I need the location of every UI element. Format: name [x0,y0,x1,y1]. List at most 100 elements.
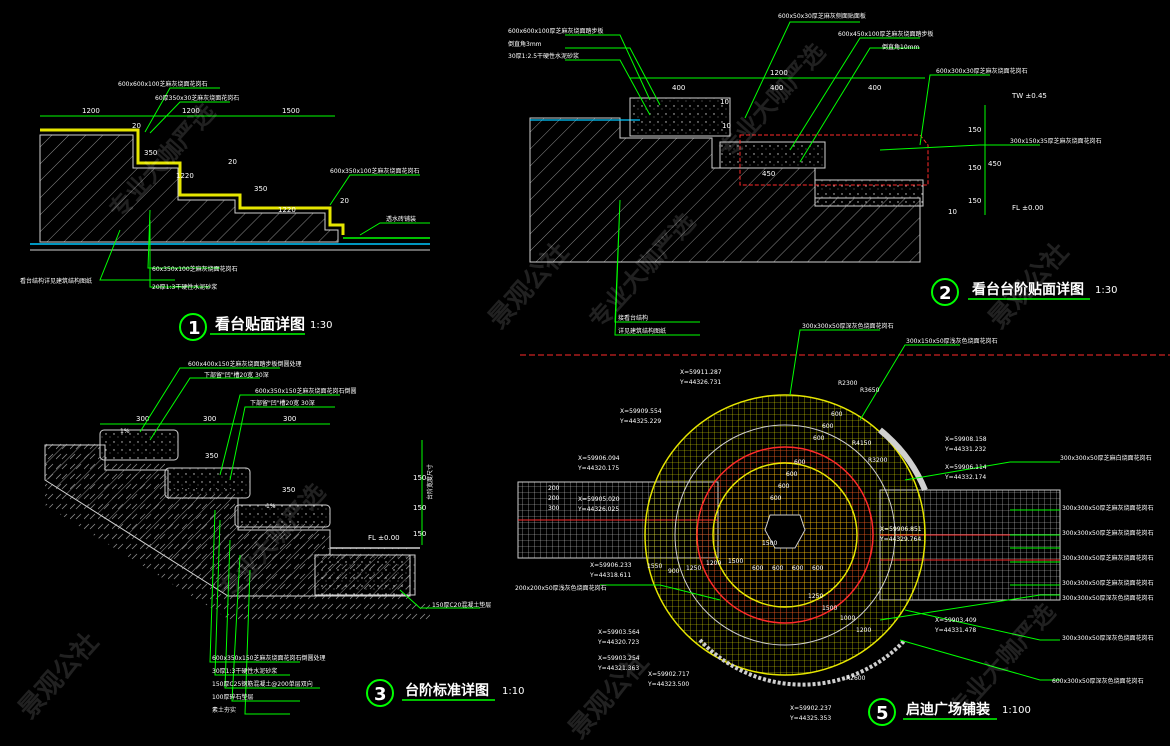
d2-step-2 [719,141,826,169]
d3-dim-slope-a: 1% [120,428,130,435]
d3-note-7: 30厚1:3干硬性水泥砂浆 [212,667,277,675]
d5-radius-4: R2600 [846,675,866,682]
watermark-text-3: 景观公社 [482,237,575,335]
d2-note-7: 300x150x35厚芝麻灰烧面花岗石 [1010,137,1102,145]
d5-dim-13: 900 [668,568,680,575]
d5-note-3: 300x300x50厚芝麻灰烧面花岗石 [1062,504,1154,512]
drawing-3-standard-step: 300 300 300 1% 350 350 1% 150 150 150 FL… [44,360,524,715]
d5-coord-11: Y=44326.025 [577,506,619,513]
d5-coord-14: X=59906.233 [590,562,632,569]
d1-title-scale: 1:30 [310,320,332,331]
d3-note-4: 台阶宽度尺寸 [426,464,434,500]
drawing-2-bleacher-step-facing: 1200 400 400 400 10 10 450 150 150 450 1… [508,12,1117,336]
d2-dim-450: 450 [762,170,775,178]
d5-note-6: 300x300x50厚芝麻灰烧面花岗石 [1062,579,1154,587]
d2-leaders [565,21,1040,336]
d5-coord-19: Y=44323.500 [647,681,689,688]
d5-title-num: 5 [876,703,889,724]
d1-dim-20c: 20 [340,197,349,205]
d5-dim-9: 200 [548,495,560,502]
d2-step-1 [629,97,731,137]
d5-radii: R2300 R3650 R4150 R3200 R2600 [838,380,888,682]
d3-note-0: 600x400x150芝麻灰烧面踏步板倒圆处理 [188,360,301,368]
d1-note-6: 20厚1:3干硬性水泥砂浆 [152,283,217,291]
d1-dim-350b: 350 [254,185,267,193]
watermark-text-1: 景观公社 [12,627,105,725]
d3-dim-350a: 350 [205,452,218,460]
d1-structure [39,134,339,243]
d5-dim-2: 600 [778,483,790,490]
d5-note-10: 200x200x50厚浅灰色烧面花岗石 [515,584,607,592]
d1-dim-20a: 20 [132,122,141,130]
d2-note-6: 600x300x30厚芝麻灰烧面花岗石 [936,67,1028,75]
d5-dim-8: 200 [548,485,560,492]
d2-dim-400c: 400 [868,84,881,92]
d3-dim-300c: 300 [283,415,296,423]
d3-note-3: 下部留"凹"槽20宽 30深 [250,399,315,407]
d3-note-9: 100厚碎石垫层 [212,693,253,701]
d5-coord-9: Y=44320.175 [577,465,619,472]
d2-dim-400b: 400 [770,84,783,92]
d5-coord-10: X=59905.020 [578,496,620,503]
d5-lower-arc [698,638,907,687]
d5-coord-21: Y=44331.478 [934,627,976,634]
d3-dim-350b: 350 [282,486,295,494]
d5-coord-16: X=59903.564 [598,629,640,636]
d5-center-tree [764,514,806,549]
d5-coordinates: X=59911.287 Y=44326.731 X=59909.554 Y=44… [577,369,987,722]
d1-title-text: 看台贴面详图 [215,315,305,333]
d5-dim-11: 1200 [706,560,721,567]
d2-dim-150c: 150 [968,197,981,205]
d5-title-text: 启迪广场铺装 [906,701,991,718]
d5-coord-25: Y=44325.353 [789,715,831,722]
d3-note-6: 600x350x150芝麻灰烧面花岗石倒圆处理 [212,654,325,662]
d3-note-1: 下部留"凹"槽20宽 30深 [204,371,269,379]
d5-dim-18: 600 [792,565,804,572]
d1-dim-1200b: 1200 [182,107,200,115]
d2-title: 2 看台台阶贴面详图 1:30 [931,278,1117,306]
d5-coord-20: X=59903.409 [935,617,977,624]
d2-note-8: 接看台结构 [618,314,648,322]
d5-note-1: 300x150x50厚浅灰色烧面花岗石 [906,337,998,345]
d5-leaders [600,329,1060,681]
d1-stone-facing [40,128,345,235]
d1-note-0: 600x600x100芝麻灰烧面花岗石 [118,80,207,88]
d3-title-circle [366,679,394,707]
d5-dim-21: 1500 [822,605,837,612]
d3-dim-slope-b: 1% [266,503,276,510]
d5-dim-20: 1250 [808,593,823,600]
d1-note-3: 透水砖铺装 [386,215,416,223]
d1-dim-350a: 350 [144,149,157,157]
d5-coord-3: Y=44325.229 [619,418,661,425]
d3-level-fl: FL ±0.00 [368,534,400,542]
d5-note-7: 300x300x50厚深灰色烧面花岗石 [1062,634,1154,642]
d5-dim-0: 1500 [762,540,777,547]
drawing-1-bleacher-facing: 1200 20 1200 1500 350 20 1220 350 1220 2… [20,80,430,341]
d5-coord-1: Y=44326.731 [679,379,721,386]
d3-leaders [139,367,480,715]
d5-coord-7: Y=44332.174 [944,474,986,481]
d5-coord-2: X=59909.554 [620,408,662,415]
d5-dim-22: 1000 [840,615,855,622]
d1-leaders [99,87,430,288]
d2-dim-10b: 10 [722,122,731,130]
d2-title-num: 2 [939,283,952,304]
d3-dim-150a: 150 [413,474,426,482]
d5-coord-17: Y=44320.723 [597,639,639,646]
d2-step-3 [814,179,924,207]
d5-coord-6: X=59906.114 [945,464,987,471]
d3-title-scale: 1:10 [502,686,524,697]
d5-note-9: 300x300x50厚深灰色烧面花岗石 [1062,594,1154,602]
d5-radius-2: R4150 [852,440,872,447]
d5-title-circle [868,698,896,726]
d3-base-concrete [314,554,416,596]
d5-coord-15: Y=44318.611 [589,572,631,579]
d5-dim-16: 600 [752,565,764,572]
d2-dim-10c: 10 [948,208,957,216]
d3-step-1 [99,429,179,461]
d5-coord-24: X=59902.237 [790,705,832,712]
d1-note-2: 600x350x100芝麻灰烧面花岗石 [330,167,419,175]
d2-backrest [739,134,929,186]
d5-coord-0: X=59911.287 [680,369,722,376]
